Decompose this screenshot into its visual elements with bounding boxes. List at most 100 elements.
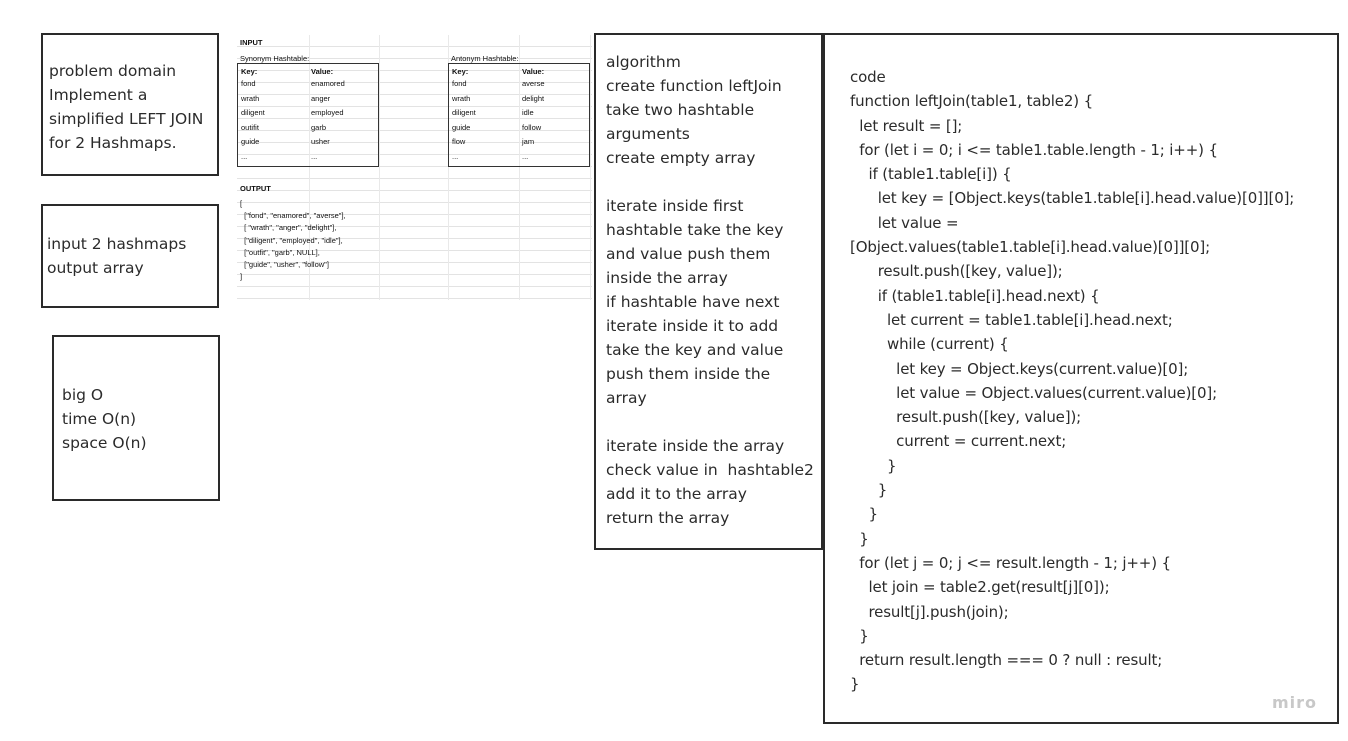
algorithm-line: check value in hashtable2 [606,461,814,479]
code-line: let result = []; [850,116,963,135]
grid-row-line [237,287,592,299]
code-line: result[j].push(join); [850,602,1009,621]
synonym-table-title: Synonym Hashtable: [240,54,310,63]
grid-row-line [237,59,592,71]
table-cell-value: usher [311,137,330,146]
input-output-card[interactable]: input 2 hashmaps output array [41,204,219,308]
algorithm-line: add it to the array [606,485,747,503]
grid-row-line [237,95,592,107]
code-line: } [850,505,878,524]
algorithm-line [606,410,821,434]
big-o-card[interactable]: big O time O(n) space O(n) [52,335,220,501]
table-cell-key: guide [452,122,471,132]
grid-row-line [237,191,592,203]
algorithm-line: and value push them [606,245,771,263]
code-line: if (table1.table[i]) { [850,165,1012,184]
code-line: } [850,626,869,645]
grid-row-line [237,143,592,155]
algorithm-line: if hashtable have next [606,293,780,311]
code-line: while (current) { [850,335,1009,354]
antonym-table-title: Antonym Hashtable: [451,54,519,63]
algorithm-line: iterate inside the array [606,437,785,455]
grid-row-line [237,155,592,167]
code-line: return result.length === 0 ? null : resu… [850,651,1163,670]
synonym-value-header: Value: [311,67,334,76]
grid-row-line [237,227,592,239]
grid-column-line [379,35,380,300]
grid-row-line [237,131,592,143]
table-cell-value: ... [522,151,529,161]
grid-row-line [237,275,592,287]
table-cell-key: fond [452,79,467,88]
table-cell-key: flow [452,137,466,146]
big-o-line: space O(n) [62,434,147,452]
algorithm-line: iterate inside it to add [606,317,779,335]
table-cell-key: guide [241,137,260,146]
code-line: if (table1.table[i].head.next) { [850,286,1100,305]
output-line: [ "wrath", "anger", "delight"], [240,223,337,233]
grid-column-line [590,35,591,300]
grid-row-line [237,251,592,263]
algorithm-line [606,170,821,194]
synonym-key-header: Key: [241,67,258,76]
algorithm-line: array [606,389,647,407]
problem-domain-line: for 2 Hashmaps. [49,134,177,152]
hashtable-spreadsheet-image[interactable]: INPUT Synonym Hashtable: Antonym Hashtab… [237,35,592,300]
grid-row-line [237,215,592,227]
table-cell-key: diligent [452,108,476,117]
code-line: result.push([key, value]); [850,408,1082,427]
grid-row-line [237,179,592,191]
output-line: ["diligent", "employed", "idle"], [240,235,343,245]
grid-row-line [237,239,592,251]
grid-column-line [309,35,310,300]
code-line: function leftJoin(table1, table2) { [850,92,1093,111]
grid-row-line [237,167,592,179]
code-line: let key = [Object.keys(table1.table[i].h… [850,189,1295,208]
code-line: } [850,456,897,475]
problem-domain-card[interactable]: problem domain Implement a simplified LE… [41,33,219,176]
output-line: [ [240,199,243,208]
grid-row-line [237,71,592,83]
table-cell-key: outifit [241,122,259,132]
table-cell-key: wrath [241,93,260,103]
algorithm-line: iterate inside first [606,197,744,215]
algorithm-line: create empty array [606,149,756,167]
grid-row-line [237,119,592,131]
table-cell-value: delight [522,93,545,103]
grid-row-line [237,83,592,95]
table-cell-key: ... [241,151,248,161]
code-line: let value = [850,213,959,232]
code-line: let value = Object.values(current.value)… [850,383,1217,402]
algorithm-line: inside the array [606,269,728,287]
big-o-line: big O [62,386,104,404]
table-cell-value: garb [311,122,327,132]
io-line: input 2 hashmaps [47,235,187,253]
table-cell-key: fond [241,79,256,88]
code-line: for (let j = 0; j <= result.length - 1; … [850,553,1171,572]
algorithm-line: take the key and value [606,341,784,359]
problem-domain-line: problem domain [49,62,177,80]
miro-watermark: miro [1272,693,1318,712]
grid-row-line [237,35,592,47]
antonym-key-header: Key: [452,67,469,76]
code-line: let current = table1.table[i].head.next; [850,310,1173,329]
output-line: ["fond", "enamored", "averse"], [240,211,346,221]
table-cell-value: anger [311,93,331,103]
code-line: [Object.values(table1.table[i].head.valu… [850,238,1210,257]
table-cell-value: enamored [311,79,345,88]
problem-domain-text: problem domain Implement a simplified LE… [49,59,217,155]
code-line: for (let i = 0; i <= table1.table.length… [850,140,1218,159]
grid-column-line [519,35,520,300]
code-line: let key = Object.keys(current.value)[0]; [850,359,1189,378]
algorithm-line: create function leftJoin [606,77,782,95]
algorithm-line: push them inside the [606,365,771,383]
table-cell-value: jam [522,137,535,146]
code-line: code [850,68,886,86]
problem-domain-line: Implement a [49,86,148,104]
